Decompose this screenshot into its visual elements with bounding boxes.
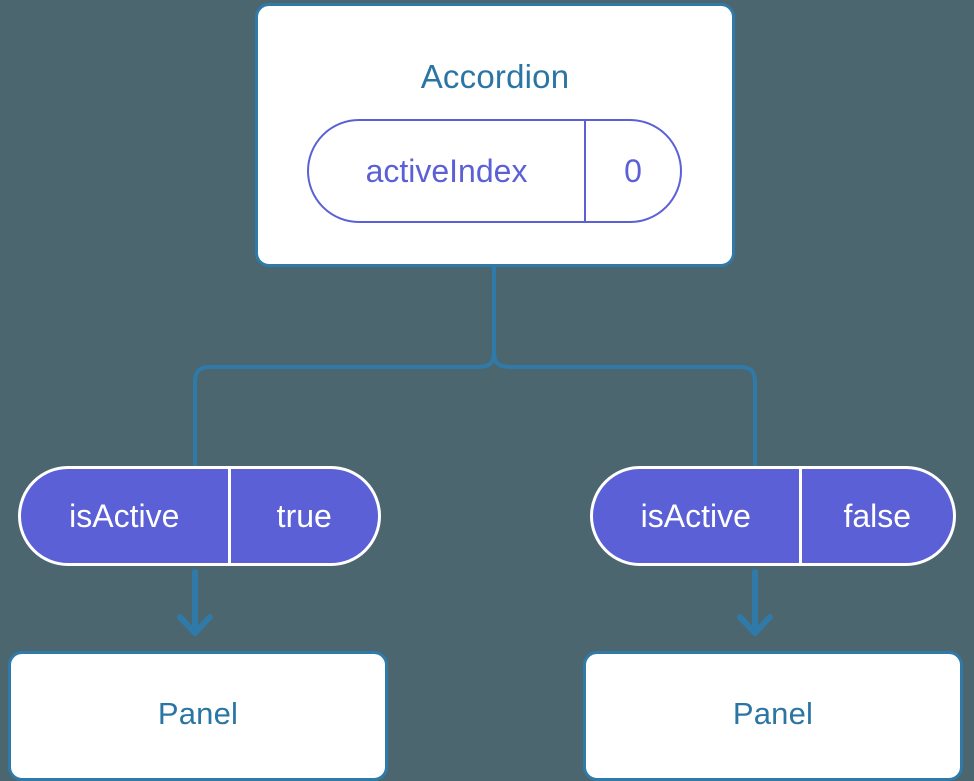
accordion-state-pill: activeIndex 0 xyxy=(307,119,682,223)
prop-value-isactive-left: true xyxy=(276,497,332,534)
arrow-right-head xyxy=(737,614,773,636)
state-value-activeindex: 0 xyxy=(624,152,642,189)
arrow-left-head xyxy=(177,614,213,636)
prop-value-isactive-right: false xyxy=(843,497,912,534)
prop-key-isactive-right: isActive xyxy=(593,469,802,563)
panel-component-card-right: Panel xyxy=(583,651,963,781)
connector-fork-left xyxy=(193,350,496,467)
panel-title-left: Panel xyxy=(157,696,239,731)
prop-key-isactive-left: isActive xyxy=(21,469,231,563)
prop-pill-isactive-true: isActive true xyxy=(18,466,381,566)
panel-component-card-left: Panel xyxy=(8,651,388,781)
panel-title-right: Panel xyxy=(732,696,814,731)
accordion-title: Accordion xyxy=(420,58,570,95)
prop-pill-isactive-false: isActive false xyxy=(590,466,956,566)
connector-fork-right xyxy=(492,350,757,467)
state-key-activeindex: activeIndex xyxy=(309,121,587,221)
